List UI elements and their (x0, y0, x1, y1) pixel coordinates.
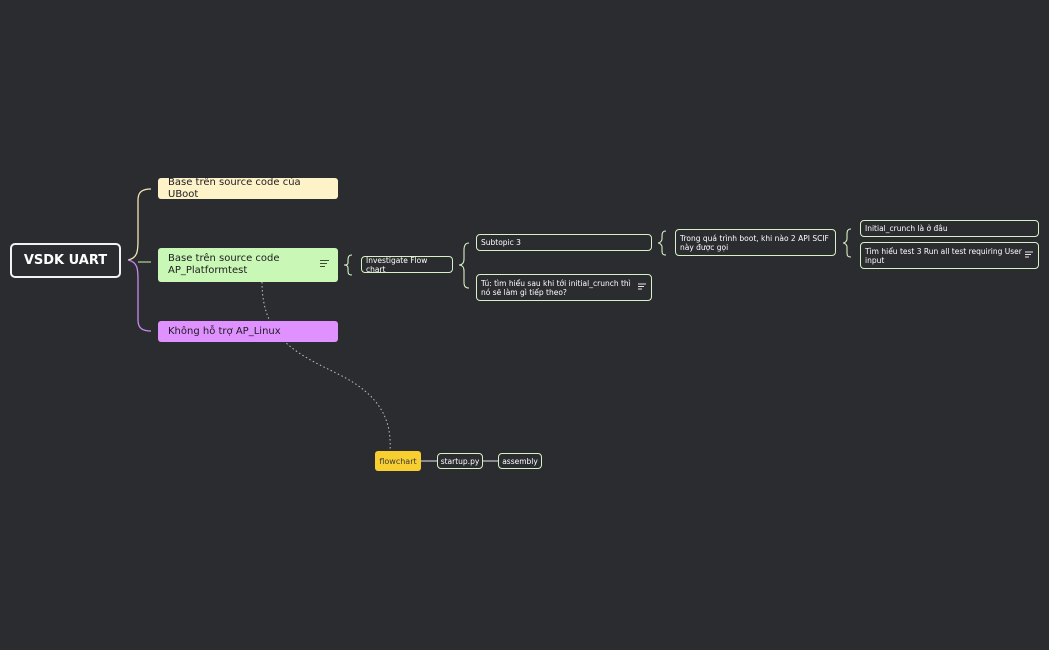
note-lines-icon[interactable] (638, 283, 646, 292)
root-brace-lower (127, 259, 152, 332)
relationship-dotted-line (261, 281, 391, 452)
startup-label: startup.py (440, 456, 480, 466)
subtopic-initial-crunch-location[interactable]: Initial_crunch là ở đâu (860, 220, 1039, 237)
timhieu-label: Tìm hiểu test 3 Run all test requiring U… (865, 246, 1022, 265)
topic-ap-linux-label: Không hỗ trợ AP_Linux (168, 325, 281, 337)
topic-uboot[interactable]: Base trên source code của UBoot (158, 176, 338, 200)
subtopic-3[interactable]: Subtopic 3 (476, 234, 652, 251)
subtopic-brace (657, 230, 667, 256)
investigate-brace (458, 242, 470, 289)
root-topic-vsdk-uart[interactable]: VSDK UART (10, 243, 121, 278)
ap-brace (343, 254, 353, 276)
floating-topic-flowchart[interactable]: flowchart (375, 451, 421, 471)
subtopic-3-label: Subtopic 3 (481, 238, 521, 247)
subtopic-tu-initial-crunch[interactable]: Tú: tìm hiểu sau khi tới initial_crunch … (476, 274, 652, 301)
root-topic-label: VSDK UART (23, 253, 108, 268)
initial-label: Initial_crunch là ở đâu (865, 224, 948, 233)
investigate-label: Investigate Flow chart (366, 255, 428, 274)
flowchart-label: flowchart (379, 456, 417, 466)
topic-ap-platformtest-label: Base trên source code AP_Platformtest (168, 253, 280, 276)
topic-ap-linux[interactable]: Không hỗ trợ AP_Linux (158, 321, 338, 342)
note-lines-icon[interactable] (320, 259, 329, 271)
trong-brace (842, 228, 852, 258)
floating-topic-startup-py[interactable]: startup.py (437, 453, 483, 469)
tu-label: Tú: tìm hiểu sau khi tới initial_crunch … (481, 278, 631, 297)
subtopic-test-3-user-input[interactable]: Tìm hiểu test 3 Run all test requiring U… (860, 242, 1039, 269)
topic-ap-platformtest[interactable]: Base trên source code AP_Platformtest (158, 248, 338, 282)
subtopic-boot-scif-api[interactable]: Trong quá trình boot, khi nào 2 API SCIF… (675, 229, 836, 256)
root-brace-upper (127, 188, 152, 261)
subtopic-investigate-flow-chart[interactable]: Investigate Flow chart (361, 255, 453, 274)
floating-topic-assembly[interactable]: assembly (498, 453, 542, 469)
topic-uboot-label: Base trên source code của UBoot (168, 176, 301, 200)
assembly-label: assembly (502, 456, 538, 466)
trong-label: Trong quá trình boot, khi nào 2 API SCIF… (680, 233, 829, 252)
note-lines-icon[interactable] (1025, 251, 1033, 260)
